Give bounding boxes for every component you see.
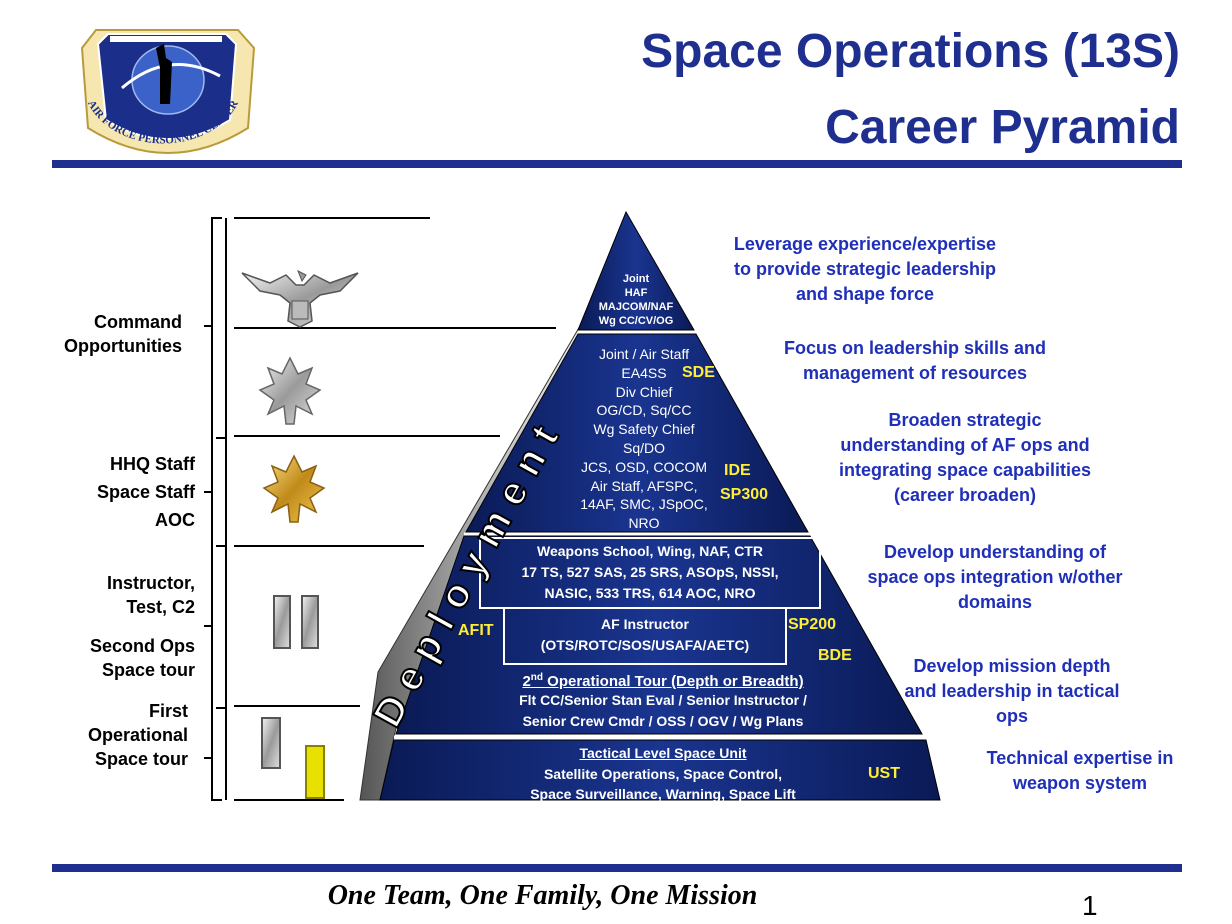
page-title-line2: Career Pyramid xyxy=(825,101,1180,154)
captain-bars-icon xyxy=(273,595,319,649)
header-rule xyxy=(52,160,1182,168)
page-title-line1: Space Operations (13S) xyxy=(641,25,1180,78)
footer-motto: One Team, One Family, One Mission xyxy=(327,880,758,911)
pyramid-tier1 xyxy=(577,210,695,331)
pyramid-base xyxy=(379,739,941,801)
page-number: 1 xyxy=(1082,890,1098,921)
footer-rule xyxy=(52,864,1182,872)
label-instructor-test: Instructor,Test, C2 xyxy=(106,573,195,617)
pyramid-tier2 xyxy=(465,333,809,533)
pyramid-tier3 xyxy=(395,535,923,735)
base-title: Tactical Level Space Unit xyxy=(579,745,747,761)
tag-afit: AFIT xyxy=(458,622,494,639)
left-bracket xyxy=(204,217,227,801)
af-instructor-text: AF Instructor(OTS/ROTC/SOS/USAFA/AETC) xyxy=(540,616,750,653)
tag-bde: BDE xyxy=(818,647,852,664)
afpc-emblem: AIR FORCE PERSONNEL CENTER xyxy=(80,29,256,154)
base-text: Satellite Operations, Space Control,Spac… xyxy=(530,766,796,802)
af-instructor-box xyxy=(503,607,787,665)
tag-sp200: SP200 xyxy=(788,616,837,633)
colonel-eagle-icon xyxy=(241,269,359,328)
rank-separators xyxy=(234,217,556,801)
gold-oak-leaf-icon xyxy=(262,454,326,523)
tag-sp300: SP300 xyxy=(720,486,769,503)
tag-sde: SDE xyxy=(682,364,715,381)
second-tour-text: Flt CC/Senior Stan Eval / Senior Instruc… xyxy=(519,692,807,729)
tag-ide: IDE xyxy=(724,462,751,479)
first-lieutenant-bar-icon xyxy=(261,717,281,769)
second-lieutenant-bar-icon xyxy=(305,745,325,799)
tag-ust: UST xyxy=(868,765,900,782)
silver-oak-leaf-icon xyxy=(258,356,322,425)
second-tour-title: 2nd Operational Tour (Depth or Breadth) xyxy=(522,672,804,690)
